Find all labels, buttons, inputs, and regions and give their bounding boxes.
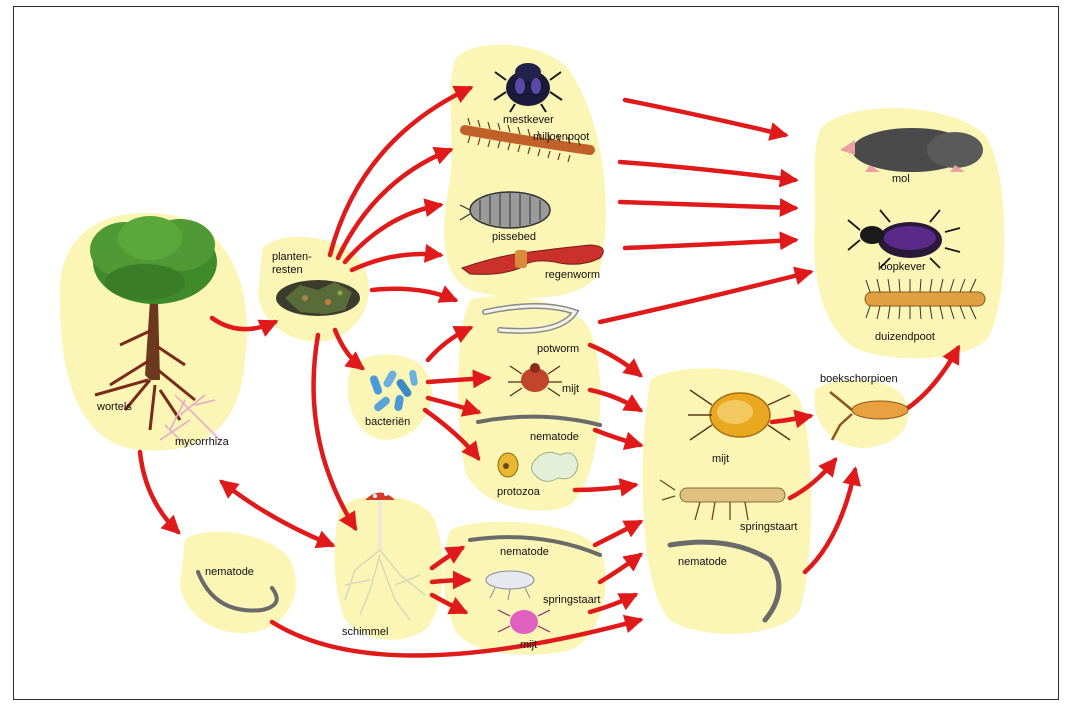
label-bacterien: bacteriën: [365, 416, 410, 428]
arrow-potworm-to-predators: [600, 272, 810, 322]
arrow-fungus-to-fspringstaart: [432, 580, 468, 582]
arrow-litter-to-miljoenpoot: [338, 150, 450, 258]
label-loopkever: loopkever: [878, 261, 926, 273]
arrow-roots-to-nematode: [140, 452, 178, 532]
label-mijt-bottom: mijt: [520, 639, 537, 651]
label-nematode-right: nematode: [678, 556, 727, 568]
arrow-litter-to-fungus: [314, 335, 355, 528]
label-miljoenpoot: miljoenpoot: [533, 131, 589, 143]
blob-root-nematode: [180, 532, 296, 633]
label-protozoa: protozoa: [497, 486, 541, 498]
arrow-regenworm-to-predators: [625, 240, 795, 248]
arrow-nematode-to-mijt: [595, 430, 640, 445]
label-springstaart-right: springstaart: [740, 521, 797, 533]
label-mijt-small: mijt: [562, 383, 579, 395]
arrow-litter-to-potworm: [372, 289, 455, 300]
label-nematode-mid: nematode: [530, 431, 579, 443]
arrow-litter-to-regenworm: [352, 254, 440, 270]
label-mestkever: mestkever: [503, 114, 554, 126]
label-nematode-bottom: nematode: [500, 546, 549, 558]
protozoa-icon: [498, 452, 578, 481]
label-mycorrhiza: mycorrhiza: [175, 436, 230, 448]
label-planten-line2: resten: [272, 264, 303, 276]
label-boekschorpioen: boekschorpioen: [820, 373, 898, 385]
label-regenworm: regenworm: [545, 269, 600, 281]
label-planten-line1: planten-: [272, 251, 312, 263]
arrow-fnematode-to-mid: [595, 522, 640, 545]
arrow-mestkever-to-predators: [625, 100, 785, 135]
label-springstaart-bottom: springstaart: [543, 594, 600, 606]
arrow-fspringstaart-to-mid: [600, 555, 640, 582]
label-mol: mol: [892, 173, 910, 185]
arrow-protozoa-to-springstaart: [575, 485, 635, 490]
label-schimmel: schimmel: [342, 626, 388, 638]
plant-litter-icon: [276, 280, 360, 316]
label-duizendpoot: duizendpoot: [875, 331, 935, 343]
label-wortels: wortels: [96, 401, 132, 413]
arrow-pissebed-to-predators: [620, 202, 795, 208]
label-nematode-left: nematode: [205, 566, 254, 578]
arrow-miljoenpoot-to-predators: [620, 162, 795, 180]
arrow-litter-to-bacteria: [335, 330, 362, 368]
label-mijt-big: mijt: [712, 453, 729, 465]
label-pissebed: pissebed: [492, 231, 536, 243]
label-potworm: potworm: [537, 343, 579, 355]
